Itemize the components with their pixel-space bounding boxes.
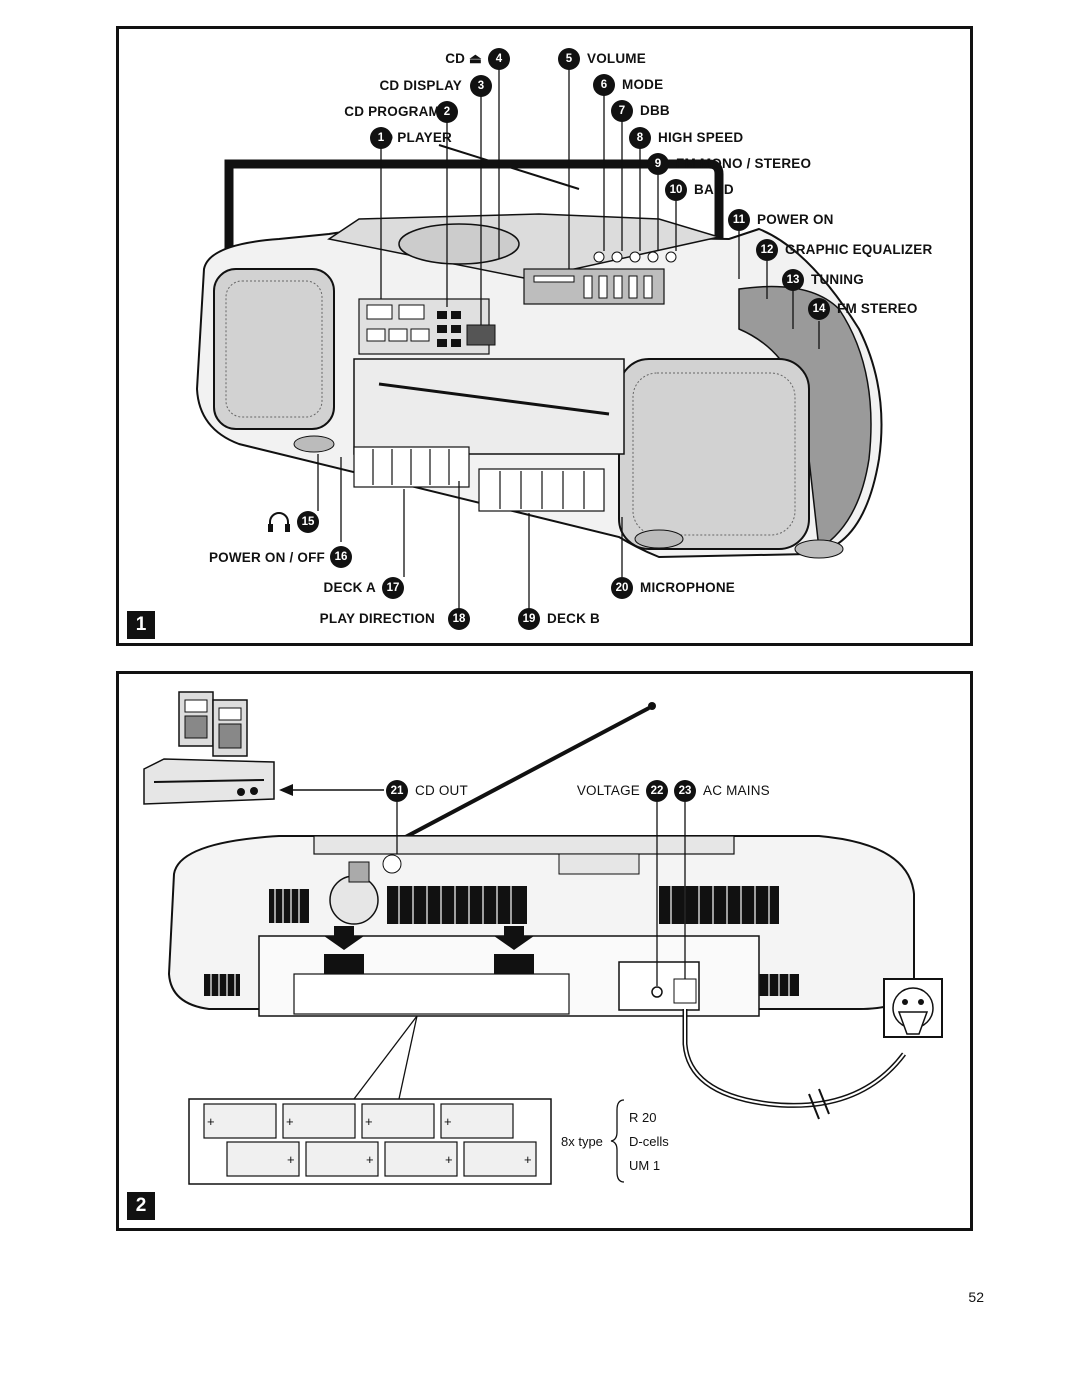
boombox-front-illustration xyxy=(195,67,883,611)
callout-number-21: 21 xyxy=(386,780,408,802)
callout-number-3: 3 xyxy=(470,75,492,97)
callout-number-5: 5 xyxy=(558,48,580,70)
callout-number-10: 10 xyxy=(665,179,687,201)
callout-number-23: 23 xyxy=(674,780,696,802)
callout-label-cd-program: CD PROGRAM xyxy=(344,104,440,119)
callout-label-cd-display: CD DISPLAY xyxy=(379,78,462,93)
callout-number-9: 9 xyxy=(647,153,669,175)
boombox-rear-illustration: + + + + + + + + xyxy=(143,691,943,1185)
callout-number-20: 20 xyxy=(611,577,633,599)
callout-number-17: 17 xyxy=(382,577,404,599)
callout-number-16: 16 xyxy=(330,546,352,568)
callout-number-8: 8 xyxy=(629,127,651,149)
callout-number-7: 7 xyxy=(611,100,633,122)
callout-label-voltage: VOLTAGE xyxy=(576,783,640,798)
callout-label-deck-a: DECK A xyxy=(323,580,376,595)
svg-text:+: + xyxy=(366,1152,374,1167)
callout-number-18: 18 xyxy=(448,608,470,630)
callout-label-microphone: MICROPHONE xyxy=(640,580,736,595)
callout-number-22: 22 xyxy=(646,780,668,802)
figure-2-panel: + + + + + + + + 21 CD OUT VOLTAGE 22 23 AC MAI… xyxy=(116,671,973,1231)
callout-label-graphic-equalizer: GRAPHIC EQUALIZER xyxy=(785,242,933,257)
callout-label-band: BAND xyxy=(694,182,734,197)
callout-number-4: 4 xyxy=(488,48,510,70)
svg-text:+: + xyxy=(207,1114,215,1129)
callout-number-6: 6 xyxy=(593,74,615,96)
callout-label-ac-mains: AC MAINS xyxy=(703,783,770,798)
figure-number-badge: 2 xyxy=(127,1192,155,1220)
callout-label-tuning: TUNING xyxy=(811,272,864,287)
callout-label-fm-mono-stereo: FM MONO / STEREO xyxy=(676,156,812,171)
callout-label-power-on-off: POWER ON / OFF xyxy=(208,550,325,565)
callout-label-power-on: POWER ON xyxy=(757,212,834,227)
svg-text:+: + xyxy=(445,1152,453,1167)
battery-type-d-cells: D-cells xyxy=(629,1134,669,1149)
callout-label-dbb: DBB xyxy=(640,103,670,118)
callout-label-fm-stereo: FM STEREO xyxy=(837,301,918,316)
svg-text:+: + xyxy=(444,1114,452,1129)
headphone-icon xyxy=(268,512,290,532)
svg-text:+: + xyxy=(286,1114,294,1129)
callout-number-14: 14 xyxy=(808,298,830,320)
svg-text:+: + xyxy=(524,1152,532,1167)
page-number: 52 xyxy=(968,1289,984,1305)
callout-label-high-speed: HIGH SPEED xyxy=(658,130,744,145)
callout-label-deck-b: DECK B xyxy=(547,611,600,626)
callout-label-cd-out: CD OUT xyxy=(415,783,468,798)
callout-number-1: 1 xyxy=(370,127,392,149)
svg-text:+: + xyxy=(365,1114,373,1129)
callout-number-15: 15 xyxy=(297,511,319,533)
callout-label-volume: VOLUME xyxy=(587,51,646,66)
callout-number-12: 12 xyxy=(756,239,778,261)
svg-text:+: + xyxy=(287,1152,295,1167)
callout-label-cd-player: CD PLAYER xyxy=(373,130,452,145)
figure-1-panel: CD PLAYER 1 CD PROGRAM 2 CD DISPLAY 3 CD… xyxy=(116,26,973,646)
callout-label-play-direction: PLAY DIRECTION xyxy=(319,611,435,626)
callout-number-19: 19 xyxy=(518,608,540,630)
battery-type-r20: R 20 xyxy=(629,1110,657,1125)
callout-label-mode: MODE xyxy=(622,77,664,92)
callout-label-cd-eject: CD ⏏ xyxy=(445,51,482,66)
battery-type-um1: UM 1 xyxy=(629,1158,661,1173)
figure-number-badge: 1 xyxy=(127,611,155,639)
callout-number-11: 11 xyxy=(728,209,750,231)
battery-count: 8x type xyxy=(561,1134,603,1149)
callout-number-13: 13 xyxy=(782,269,804,291)
callout-number-2: 2 xyxy=(436,101,458,123)
